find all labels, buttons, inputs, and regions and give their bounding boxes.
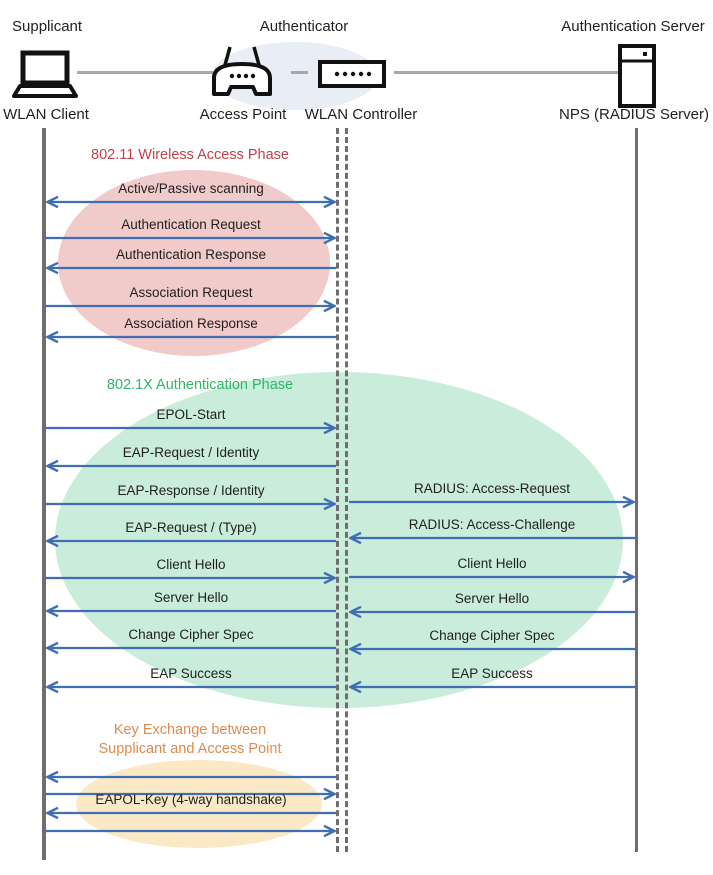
message-label: EAPOL-Key (4-way handshake) [95,792,287,807]
link-ap-controller [291,71,308,74]
message-arrow-right [46,571,336,585]
supplicant-role-label: Supplicant [12,18,83,35]
phase3-title: Key Exchange between Supplicant and Acce… [60,721,320,759]
server-lifeline [635,128,638,852]
message-arrow-left [349,531,635,545]
wlan-client-label: WLAN Client [3,106,89,123]
message-label: EAP-Request / (Type) [125,520,257,535]
message-label: EAP-Response / Identity [117,483,265,498]
link-client-ap [77,71,213,74]
access-point-icon [210,44,274,105]
message-arrow-left [349,642,635,656]
wlan-controller-label: WLAN Controller [304,106,418,123]
authenticator-role-label: Authenticator [259,18,349,35]
message-label: Authentication Response [115,247,267,262]
authenticator-lifeline-left [336,128,339,852]
message-arrow-left [46,806,336,820]
message-arrow-left [46,534,336,548]
wlan-controller-icon [318,60,386,93]
message-arrow-right [46,787,336,801]
message-arrow-right [46,421,336,435]
message-label: RADIUS: Access-Challenge [408,517,576,532]
message-label: EAP Success [451,666,533,681]
message-arrow-right [46,299,336,313]
message-arrow-left [46,459,336,473]
message-arrow-right [46,231,336,245]
supplicant-lifeline [42,128,46,860]
message-label: Active/Passive scanning [118,181,264,196]
phase3-ellipse [76,760,322,848]
message-arrow-left [46,770,336,784]
message-label: Association Request [129,285,253,300]
message-label: Change Cipher Spec [429,628,555,643]
message-arrow-right [349,495,635,509]
message-arrow-left [46,680,336,694]
message-label: Server Hello [454,591,530,606]
message-label: Authentication Request [121,217,261,232]
authenticator-lifeline-right [345,128,348,852]
message-label: EAP Success [150,666,232,681]
message-arrow-left [46,641,336,655]
message-label: Client Hello [457,556,527,571]
message-arrow-both [46,195,336,209]
message-label: RADIUS: Access-Request [413,481,571,496]
message-label: Server Hello [153,590,229,605]
link-controller-server [394,71,619,74]
message-arrow-right [349,570,635,584]
laptop-icon [12,50,78,105]
message-label: Change Cipher Spec [128,627,254,642]
message-arrow-left [46,261,336,275]
access-point-label: Access Point [199,106,287,123]
message-arrow-left [46,330,336,344]
message-arrow-right [46,824,336,838]
phase3-title-line1: Key Exchange between [113,722,267,738]
message-label: Client Hello [156,557,226,572]
phase1-title: 802.11 Wireless Access Phase [91,147,289,163]
message-arrow-left [349,680,635,694]
server-icon [618,44,656,113]
message-label: EAP-Request / Identity [122,445,260,460]
phase3-title-line2: Supplicant and Access Point [98,741,282,757]
phase2-title: 802.1X Authentication Phase [106,377,294,393]
message-arrow-left [46,604,336,618]
nps-radius-server-label: NPS (RADIUS Server) [558,106,710,123]
message-label: Association Response [124,316,258,331]
message-arrow-left [349,605,635,619]
message-arrow-right [46,497,336,511]
auth-server-role-label: Authentication Server [561,18,705,35]
message-label: EPOL-Start [156,407,226,422]
